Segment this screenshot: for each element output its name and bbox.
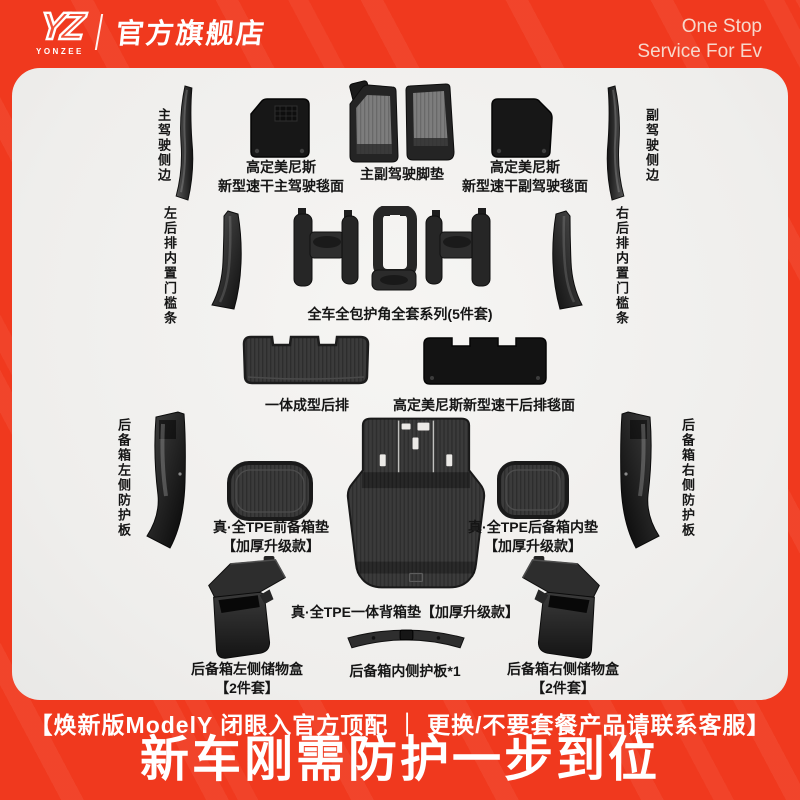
driver-carpet-image	[243, 96, 313, 160]
right-storage-box-label: 后备箱右侧储物盒 【2件套】	[507, 660, 619, 698]
footer-notice: 【焕新版ModelY 闭眼入官方顶配 ｜ 更换/不要套餐产品请联系客服】	[29, 712, 771, 738]
frunk-mat-label: 真·全TPE前备箱垫 【加厚升级款】	[213, 518, 329, 556]
rear-trunk-inner-mat-image	[496, 460, 570, 520]
trunk-mat-image	[344, 416, 488, 592]
trunk-left-panel-image	[142, 410, 200, 552]
front-footmats-label: 主副驾驶脚垫	[360, 166, 444, 182]
left-storage-box-image	[196, 556, 296, 664]
right-rear-doorsill-image	[548, 208, 594, 314]
left-rear-doorsill-label: 左后排内置门槛条	[162, 206, 177, 326]
logo-yz-mark: YZ	[36, 5, 83, 49]
tagline-line1: One Stop	[681, 16, 762, 37]
inner-sill-guard-label: 后备箱内侧护板*1	[349, 663, 461, 679]
right-storage-box-image	[512, 556, 612, 664]
rear-trunk-inner-mat-label-line1: 真·全TPE后备箱内垫	[468, 519, 598, 535]
store-tagline: One Stop Service For Ev	[637, 14, 762, 64]
store-header: YZ YONZEE 官方旗舰店 One Stop Service For Ev	[0, 0, 800, 68]
rear-trunk-inner-mat-label-line2: 【加厚升级款】	[483, 538, 582, 554]
passenger-carpet-image	[488, 96, 558, 160]
left-storage-box-label-line1: 后备箱左侧储物盒	[191, 661, 303, 677]
driver-side-trim-label: 主驾驶侧边	[156, 108, 171, 183]
rear-trunk-inner-mat-label: 真·全TPE后备箱内垫 【加厚升级款】	[468, 518, 598, 556]
rear-carpet-mat-image	[420, 334, 550, 386]
right-storage-box-label-line1: 后备箱右侧储物盒	[507, 661, 619, 677]
driver-carpet-label: 高定美尼斯 新型速干主驾驶毯面	[218, 158, 344, 196]
right-rear-doorsill-label: 右后排内置门槛条	[614, 206, 629, 326]
frunk-mat-image	[226, 460, 314, 522]
passenger-carpet-label-line2: 新型速干副驾驶毯面	[462, 178, 588, 194]
store-brand: YZ YONZEE 官方旗舰店	[36, 5, 268, 56]
footer-headline: 新车刚需防护一步到位	[139, 733, 660, 787]
trunk-right-panel-image	[606, 410, 664, 552]
passenger-carpet-label: 高定美尼斯 新型速干副驾驶毯面	[462, 158, 588, 196]
rear-onepiece-mat-image	[238, 332, 374, 388]
left-storage-box-label-line2: 【2件套】	[215, 680, 279, 696]
corner-protector-set-label: 全车全包护角全套系列(5件套)	[307, 306, 493, 322]
rear-carpet-mat-label: 高定美尼斯新型速干后排毯面	[393, 397, 575, 413]
driver-carpet-label-line2: 新型速干主驾驶毯面	[218, 178, 344, 194]
driver-carpet-label-line1: 高定美尼斯	[246, 159, 316, 175]
left-rear-doorsill-image	[200, 208, 246, 314]
passenger-side-trim-image	[598, 84, 632, 202]
frunk-mat-label-line2: 【加厚升级款】	[221, 538, 320, 554]
passenger-side-trim-label: 副驾驶侧边	[644, 108, 659, 183]
inner-sill-guard-image	[344, 618, 468, 652]
tagline-line2: Service For Ev	[637, 41, 762, 62]
trunk-right-panel-label: 后备箱右侧防护板	[680, 418, 695, 538]
driver-side-trim-image	[168, 84, 202, 202]
trunk-left-panel-label: 后备箱左侧防护板	[116, 418, 131, 538]
passenger-carpet-label-line1: 高定美尼斯	[490, 159, 560, 175]
store-title: 官方旗舰店	[114, 18, 268, 49]
front-footmats-image	[340, 80, 464, 168]
store-logo: YZ YONZEE	[36, 5, 84, 56]
frunk-mat-label-line1: 真·全TPE前备箱垫	[213, 519, 329, 535]
rear-onepiece-mat-label: 一体成型后排	[265, 397, 349, 413]
left-storage-box-label: 后备箱左侧储物盒 【2件套】	[191, 660, 303, 698]
logo-yonzee-text: YONZEE	[36, 47, 84, 56]
corner-protector-set-image	[290, 206, 494, 298]
trunk-mat-label: 真·全TPE一体背箱垫【加厚升级款】	[291, 604, 519, 620]
brand-divider	[94, 14, 104, 50]
product-collage-card: 主驾驶侧边 高定美尼斯 新型速干主驾驶毯面	[12, 68, 788, 700]
right-storage-box-label-line2: 【2件套】	[531, 680, 595, 696]
